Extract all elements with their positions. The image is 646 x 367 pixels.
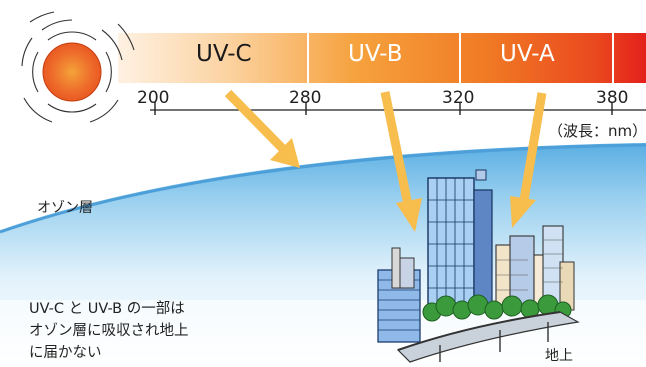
band-label-uv-b: UV-B <box>348 41 403 67</box>
tick-label-380: 380 <box>596 88 629 108</box>
uv-c-arrow <box>224 89 300 168</box>
note-line-2: オゾン層に吸収され地上 <box>29 323 189 339</box>
band-label-uv-a: UV-A <box>500 41 555 67</box>
tick-label-320: 320 <box>442 88 475 108</box>
wavelength-unit: （波長：nm） <box>548 122 646 140</box>
uv-b-arrow <box>380 91 422 232</box>
uv-a-arrow <box>510 92 547 228</box>
city-illustration <box>377 169 580 363</box>
tick-label-200: 200 <box>137 88 170 108</box>
spectrum-bar <box>118 33 646 83</box>
ground-label: 地上 <box>545 348 573 364</box>
tick-label-280: 280 <box>289 88 322 108</box>
ozone-layer-label: オゾン層 <box>37 200 93 216</box>
uv-arrows <box>224 89 547 232</box>
note-line-3: に届かない <box>29 345 102 361</box>
band-label-uv-c: UV-C <box>196 41 252 67</box>
note-line-1: UV-C と UV-B の一部は <box>29 301 185 317</box>
sun-icon <box>21 11 135 123</box>
